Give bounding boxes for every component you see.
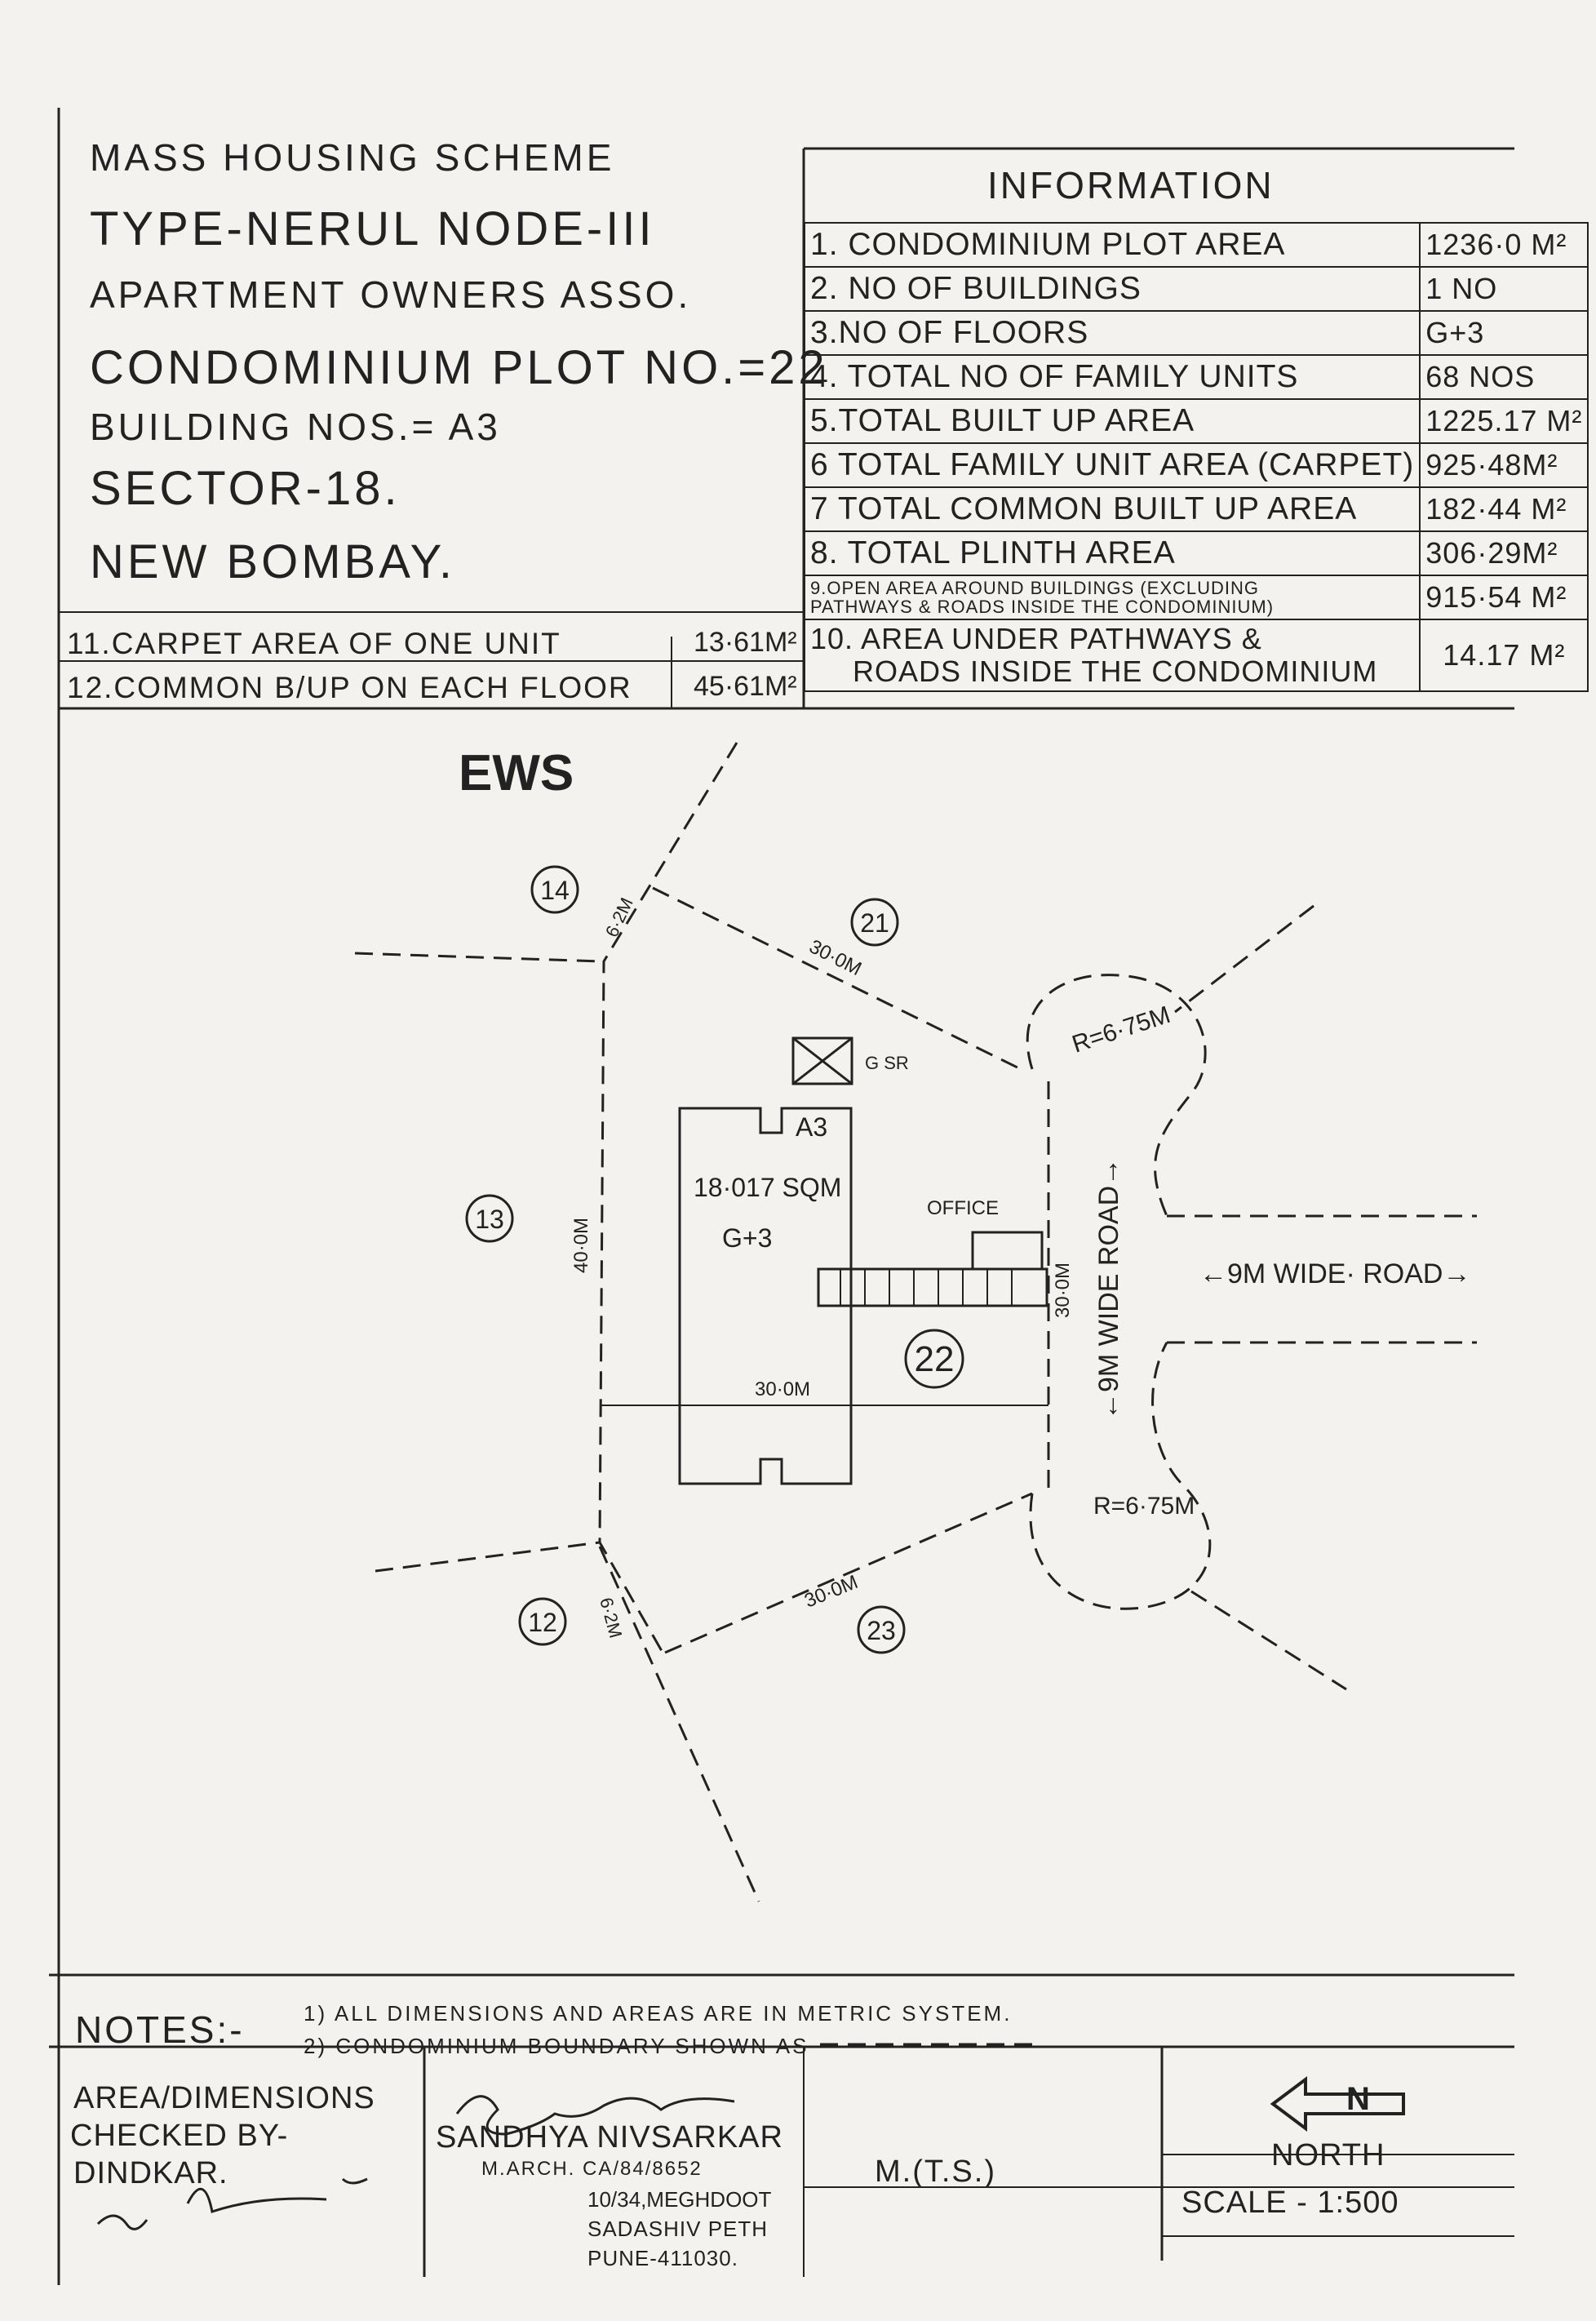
table-row: 10. AREA UNDER PATHWAYS & ROADS INSIDE T… <box>803 619 1589 692</box>
row10-line1: 10. AREA UNDER PATHWAYS & <box>810 622 1262 656</box>
info-label: 7 TOTAL COMMON BUILT UP AREA <box>803 486 1421 532</box>
header-line-7: NEW BOMBAY. <box>90 535 455 588</box>
gsr-tank <box>791 1036 853 1085</box>
plot-21: 21 <box>860 908 889 938</box>
info-label: 2. NO OF BUILDINGS <box>803 266 1421 312</box>
address-1: 10/34,MEGHDOOT <box>587 2187 772 2212</box>
plot-23: 23 <box>867 1616 896 1645</box>
address-3: PUNE-411030. <box>587 2246 738 2270</box>
information-title: INFORMATION <box>987 164 1275 206</box>
scale-label: SCALE - 1:500 <box>1181 2186 1399 2220</box>
pathway-hatch <box>840 1269 1013 1306</box>
notes-line-1: 1) ALL DIMENSIONS AND AREAS ARE IN METRI… <box>304 2001 1013 2026</box>
architect-reg: M.ARCH. CA/84/8652 <box>481 2158 703 2180</box>
info-value: 182·44 M² <box>1419 486 1589 532</box>
plot-13: 13 <box>475 1205 504 1234</box>
dim-bottom-left: 6·2M <box>596 1595 626 1640</box>
plot-22: 22 <box>915 1339 955 1379</box>
address-2: SADASHIV PETH <box>587 2217 769 2241</box>
info-value: G+3 <box>1419 310 1589 356</box>
road-vertical-label: ←9M WIDE ROAD→ <box>1093 1158 1124 1420</box>
dim-width: 30·0M <box>755 1378 810 1400</box>
info-value: 14.17 M² <box>1419 619 1589 692</box>
radius-top: R=6·75M <box>1069 1001 1173 1058</box>
condominium-boundary <box>354 742 1477 1902</box>
header-line-4: CONDOMINIUM PLOT NO.=22 <box>90 341 828 394</box>
table-row: 6 TOTAL FAMILY UNIT AREA (CARPET)925·48M… <box>803 442 1589 488</box>
info-label-9: 9.OPEN AREA AROUND BUILDINGS (EXCLUDING … <box>803 575 1421 620</box>
header-line-5: BUILDING NOS.= A3 <box>90 406 501 448</box>
info-value: 915·54 M² <box>1419 575 1589 620</box>
plot-12: 12 <box>528 1608 557 1637</box>
checked-line-2: CHECKED BY- <box>70 2119 289 2153</box>
dim-top: 30·0M <box>805 935 865 980</box>
road-horizontal-label: ←9M WIDE· ROAD→ <box>1199 1258 1470 1289</box>
row9-line1: 9.OPEN AREA AROUND BUILDINGS (EXCLUDING <box>810 577 1260 598</box>
info-label: 6 TOTAL FAMILY UNIT AREA (CARPET) <box>803 442 1421 488</box>
notes-title: NOTES:- <box>75 2008 245 2051</box>
office-block <box>971 1231 1044 1271</box>
plot-markers <box>465 865 964 1654</box>
checked-name: DINDKAR. <box>73 2156 228 2190</box>
info-label: 8. TOTAL PLINTH AREA <box>803 530 1421 576</box>
info-value: 68 NOS <box>1419 354 1589 400</box>
info-label: 4. TOTAL NO OF FAMILY UNITS <box>803 354 1421 400</box>
row10-line2: ROADS INSIDE THE CONDOMINIUM <box>853 655 1378 688</box>
notes-line-2: 2) CONDOMINIUM BOUNDARY SHOWN AS <box>304 2034 809 2058</box>
table-row: 9.OPEN AREA AROUND BUILDINGS (EXCLUDING … <box>803 575 1589 620</box>
building-floors: G+3 <box>722 1223 772 1253</box>
dim-bottom: 30·0M <box>801 1571 861 1613</box>
gsr-label: G SR <box>865 1053 909 1073</box>
plot-14: 14 <box>540 876 570 905</box>
building-id: A3 <box>796 1112 827 1142</box>
header-line-1: MASS HOUSING SCHEME <box>90 136 615 179</box>
building-a3 <box>678 1107 853 1485</box>
info-label: 5.TOTAL BUILT UP AREA <box>803 398 1421 444</box>
carpet-area-value: 13·61M² <box>694 627 797 658</box>
mts-label: M.(T.S.) <box>875 2155 996 2189</box>
common-builtup-label: 12.COMMON B/UP ON EACH FLOOR <box>67 671 632 704</box>
row9-line2: PATHWAYS & ROADS INSIDE THE CONDOMINIUM) <box>810 597 1275 617</box>
radius-bottom: R=6·75M <box>1093 1493 1195 1520</box>
pathway <box>817 1267 1048 1307</box>
info-value: 925·48M² <box>1419 442 1589 488</box>
info-value: 306·29M² <box>1419 530 1589 576</box>
header-line-2: TYPE-NERUL NODE-III <box>90 202 655 255</box>
common-builtup-value: 45·61M² <box>694 671 797 702</box>
north-letter: N <box>1346 2081 1370 2117</box>
north-label: NORTH <box>1271 2138 1385 2172</box>
ews-label: EWS <box>459 745 574 801</box>
header-line-6: SECTOR-18. <box>90 462 401 515</box>
dim-right: 30·0M <box>1052 1263 1074 1318</box>
info-value: 1236·0 M² <box>1419 222 1589 268</box>
office-label: OFFICE <box>927 1197 999 1219</box>
info-label-10: 10. AREA UNDER PATHWAYS & ROADS INSIDE T… <box>803 619 1421 692</box>
info-label: 3.NO OF FLOORS <box>803 310 1421 356</box>
info-value: 1 NO <box>1419 266 1589 312</box>
dim-left: 40·0M <box>570 1218 592 1273</box>
carpet-area-label: 11.CARPET AREA OF ONE UNIT <box>67 627 561 660</box>
header-line-3: APARTMENT OWNERS ASSO. <box>90 273 692 316</box>
building-area: 18·017 SQM <box>694 1173 841 1202</box>
info-value: 1225.17 M² <box>1419 398 1589 444</box>
info-label: 1. CONDOMINIUM PLOT AREA <box>803 222 1421 268</box>
checked-line-1: AREA/DIMENSIONS <box>73 2081 375 2115</box>
architect-name: SANDHYA NIVSARKAR <box>436 2120 783 2155</box>
